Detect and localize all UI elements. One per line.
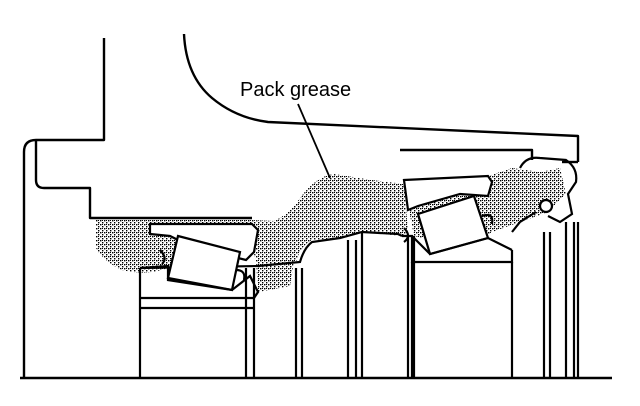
- pack-grease-callout: Pack grease: [240, 79, 351, 179]
- inner-bearing-cone: [139, 264, 260, 300]
- inner-bearing: [139, 222, 260, 300]
- spindle: [138, 222, 580, 378]
- outer-bearing: [402, 174, 513, 256]
- grease-seal: [511, 156, 578, 233]
- hub-housing: [22, 33, 580, 378]
- grease-center-hump: [256, 174, 408, 268]
- callout-label: Pack grease: [240, 79, 351, 101]
- callout-leader-line: [297, 103, 331, 179]
